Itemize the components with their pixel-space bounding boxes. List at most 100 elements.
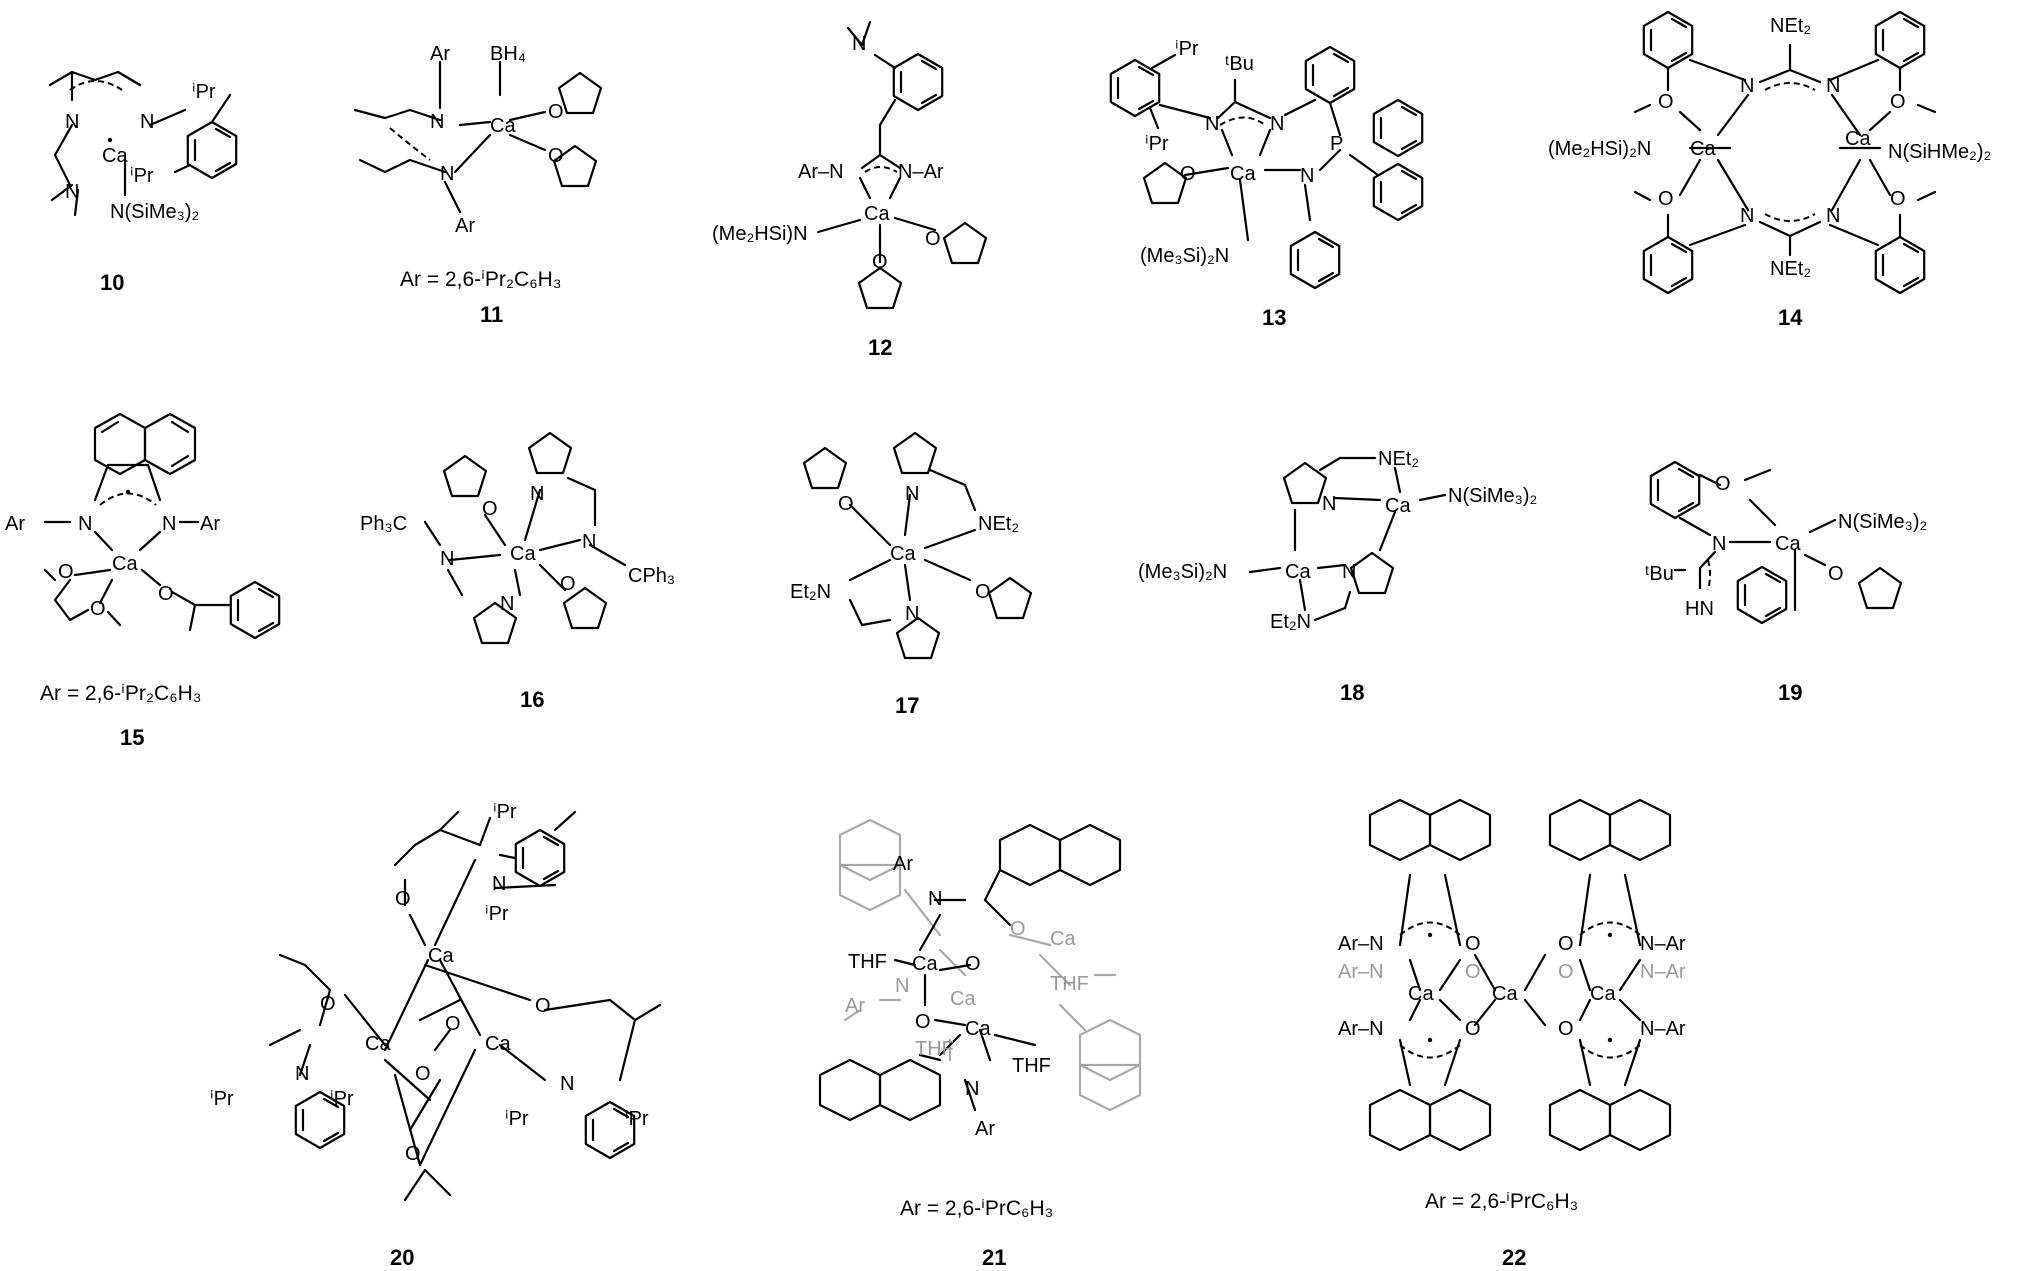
- atom-label: O: [405, 1143, 421, 1165]
- atom-label: O: [158, 583, 174, 605]
- atom-label: N(SiMe₃)₂: [1448, 485, 1537, 507]
- atom-label: N: [440, 548, 454, 570]
- atom-label: O: [1658, 91, 1674, 113]
- atom-label: Ca: [490, 115, 516, 137]
- atom-label: N: [928, 888, 942, 910]
- atom-label: Ca: [102, 145, 128, 167]
- atom-label: N: [1740, 75, 1754, 97]
- atom-label: N: [852, 33, 866, 55]
- atom-label: O: [1658, 188, 1674, 210]
- atom-label: O: [1828, 563, 1844, 585]
- atom-label: Ar: [430, 43, 450, 65]
- atom-label: N(SiMe₃)₂: [1838, 511, 1927, 533]
- compound-number: 17: [895, 693, 919, 718]
- atom-label: HN: [1685, 598, 1714, 620]
- atom-label: ⁱPr: [1145, 133, 1169, 155]
- atom-label: O: [1558, 1018, 1574, 1040]
- compound-22: Ar–N O O N–Ar Ar–N O O N–Ar Ca Ca Ca Ar–…: [1338, 798, 1686, 1270]
- atom-label: O: [445, 1013, 461, 1035]
- compound-number: 14: [1778, 305, 1803, 330]
- atom-label: Ar–N: [798, 161, 844, 183]
- atom-label: NEt₂: [1770, 15, 1811, 37]
- atom-label: N(SiHMe₂)₂: [1888, 141, 1991, 163]
- atom-label: Ca: [1690, 138, 1716, 160]
- atom-label: O: [548, 145, 564, 167]
- compound-number: 12: [868, 335, 892, 360]
- ar-definition: Ar = 2,6-ⁱPrC₆H₃: [900, 1197, 1053, 1220]
- atom-label: (Me₂HSi)N: [712, 223, 808, 245]
- atom-label: O: [535, 995, 551, 1017]
- atom-label: Ca: [950, 988, 976, 1010]
- atom-label: Ca: [965, 1018, 991, 1040]
- atom-label: (Me₃Si)₂N: [1140, 245, 1229, 267]
- atom-label: O: [58, 561, 74, 583]
- atom-label: ᵗBu: [1645, 563, 1674, 585]
- atom-label: O: [1558, 961, 1574, 983]
- atom-label: N: [965, 1078, 979, 1100]
- atom-label: N: [65, 111, 79, 133]
- compound-number: 15: [120, 725, 144, 750]
- atom-label: N: [895, 975, 909, 997]
- atom-label: Ca: [510, 543, 536, 565]
- atom-label: N–Ar: [1640, 961, 1686, 983]
- atom-label: THF: [1050, 973, 1089, 995]
- atom-label: O: [560, 573, 576, 595]
- ar-definition: Ar = 2,6-ⁱPrC₆H₃: [1425, 1190, 1578, 1213]
- atom-label: O: [415, 1063, 431, 1085]
- atom-label: O: [965, 953, 981, 975]
- atom-label: O: [1465, 961, 1481, 983]
- atom-label: Et₂N: [790, 581, 831, 603]
- atom-label: O: [1558, 933, 1574, 955]
- ar-definition: Ar = 2,6-ⁱPr₂C₆H₃: [400, 268, 561, 291]
- compound-21: Ar N O Ca THF Ca O Ca N Ar THF O Ca THF …: [818, 818, 1142, 1270]
- atom-label: O: [838, 493, 854, 515]
- atom-label: O: [925, 228, 941, 250]
- compound-number: 16: [520, 687, 544, 712]
- atom-label: Ca: [864, 203, 890, 225]
- atom-label: ⁱPr: [493, 801, 517, 823]
- compound-15: Ar N N Ar Ca O O O Ar = 2,6-ⁱPr₂C₆H₃ 15: [5, 412, 281, 750]
- compound-number: 22: [1502, 1245, 1526, 1270]
- atom-label: Ca: [1230, 163, 1256, 185]
- atom-label: ⁱPr: [485, 903, 509, 925]
- atom-label: N: [1826, 205, 1840, 227]
- atom-label: Ar: [975, 1118, 995, 1140]
- atom-label: O: [1465, 933, 1481, 955]
- compound-17: O N NEt₂ Ca Et₂N O N 17: [790, 431, 1033, 718]
- atom-label: N: [1712, 533, 1726, 555]
- atom-label: O: [90, 598, 106, 620]
- atom-label: Ar: [455, 215, 475, 237]
- compound-number: 20: [390, 1245, 414, 1270]
- atom-label: NEt₂: [978, 513, 1019, 535]
- atom-label: N: [430, 111, 444, 133]
- compound-10: N N Ca N N(SiMe₃)₂ ⁱPr ⁱPr 10: [48, 70, 238, 295]
- compound-18: NEt₂ N Ca N(SiMe₃)₂ (Me₃Si)₂N Ca N Et₂N …: [1138, 448, 1537, 705]
- atom-label: Ca: [1285, 561, 1311, 583]
- atom-label: Ar: [200, 513, 220, 535]
- atom-label: N: [1205, 113, 1219, 135]
- atom-label: N–Ar: [1640, 1018, 1686, 1040]
- atom-label: Ca: [1408, 983, 1434, 1005]
- atom-label: N: [530, 483, 544, 505]
- atom-label: O: [1890, 91, 1906, 113]
- atom-label: N: [78, 513, 92, 535]
- atom-label: Ar–N: [1338, 961, 1384, 983]
- atom-label: ⁱPr: [625, 1108, 649, 1130]
- atom-label: BH₄: [490, 43, 526, 65]
- compound-13: ⁱPr ᵗBu ⁱPr N N O Ca N P (Me₃Si)₂N 13: [1109, 38, 1424, 330]
- atom-label: Ar: [5, 513, 25, 535]
- atom-label: Ca: [485, 1033, 511, 1055]
- compound-11: Ar BH₄ N Ca N Ar O O Ar = 2,6-ⁱPr₂C₆H₃ 1…: [353, 43, 603, 327]
- atom-label: ⁱPr: [1175, 38, 1199, 60]
- atom-label: Et₂N: [1270, 611, 1311, 633]
- atom-label: N: [140, 111, 154, 133]
- atom-label: N: [582, 531, 596, 553]
- atom-label: Ca: [1050, 928, 1076, 950]
- atom-label: O: [872, 251, 888, 273]
- compound-16: Ph₃C N O N Ca N CPh₃ N O 16: [360, 431, 675, 712]
- atom-label: O: [975, 581, 991, 603]
- atom-label: N: [905, 603, 919, 625]
- atom-label: Ph₃C: [360, 513, 407, 535]
- atom-label: O: [1715, 473, 1731, 495]
- compound-12: N Ar–N N–Ar Ca (Me₂HSi)N O O 12: [712, 20, 988, 360]
